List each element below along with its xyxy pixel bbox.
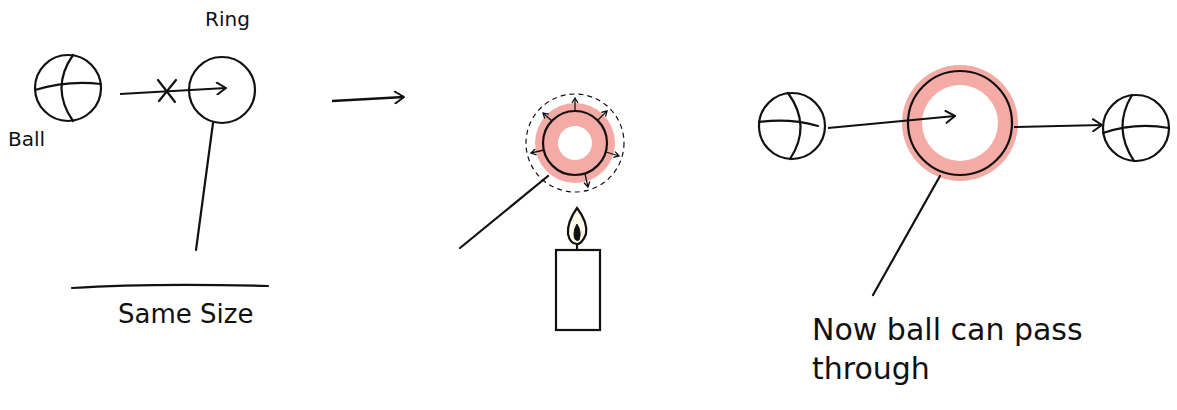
expansion-arrow xyxy=(598,111,607,120)
note-label: Same Size xyxy=(118,298,253,332)
ring-handle xyxy=(196,123,213,250)
candle xyxy=(556,208,600,330)
ball-figure xyxy=(759,93,825,159)
candle-flame xyxy=(568,208,586,244)
blocked-arrow xyxy=(120,88,226,94)
expansion-arrow xyxy=(531,150,544,153)
ball-seam xyxy=(788,93,801,159)
underline xyxy=(72,285,268,288)
part-label: Ring xyxy=(205,6,250,32)
step-arrow xyxy=(332,97,404,101)
ring-outline xyxy=(189,57,255,123)
expansion-arrow xyxy=(585,174,588,187)
ball-seam xyxy=(1103,126,1169,133)
ring-hole xyxy=(558,126,592,160)
ring-hole xyxy=(922,85,998,161)
ring-handle xyxy=(873,176,940,295)
expansion-arrows xyxy=(531,98,619,187)
pass-arrow xyxy=(828,116,955,128)
ring-outline xyxy=(908,71,1012,175)
ball-seam xyxy=(759,121,818,126)
ball-outline xyxy=(759,93,825,159)
cross-mark xyxy=(158,80,176,102)
expanded-outline xyxy=(526,94,624,192)
cross-stroke xyxy=(158,80,175,102)
ball-outline xyxy=(35,55,101,121)
ball-seam xyxy=(35,83,101,90)
expansion-arrow xyxy=(574,98,575,111)
ball-figure xyxy=(1103,95,1169,161)
flame-core xyxy=(574,224,580,240)
ball-seam xyxy=(62,55,74,121)
cross-stroke xyxy=(159,80,176,101)
part-label: Ball xyxy=(8,126,45,152)
heat-glow xyxy=(535,103,615,183)
candle-body xyxy=(556,250,600,330)
pass-arrow xyxy=(1014,125,1102,127)
ring-handle xyxy=(460,176,548,248)
ring-outline xyxy=(543,111,607,175)
ball-figure xyxy=(35,55,101,121)
expansion-arrow xyxy=(543,113,552,121)
heat-glow xyxy=(902,65,1018,181)
expansion-arrow xyxy=(606,152,619,156)
ball-outline xyxy=(1103,95,1169,161)
note-label: Now ball can pass through xyxy=(812,310,1170,388)
